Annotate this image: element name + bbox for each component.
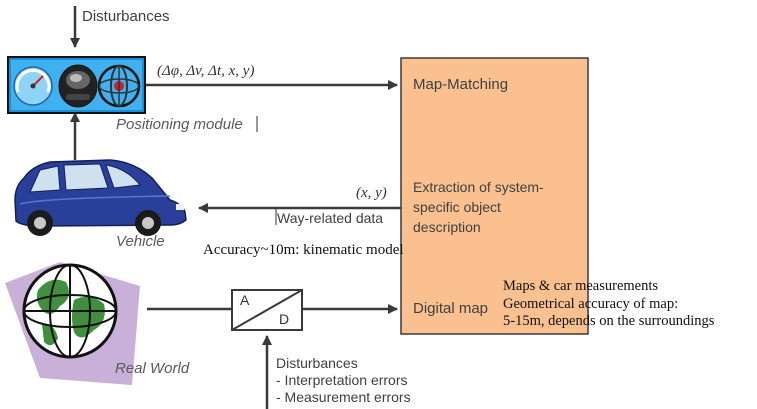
way-related-data-label: Way-related data [277, 210, 384, 226]
vehicle-car-icon [14, 159, 187, 236]
extraction-line: Extraction of system- [413, 179, 544, 195]
extraction-line: specific object [413, 199, 501, 215]
processing-box [400, 57, 589, 335]
accuracy-note: Accuracy~10m: kinematic model [203, 242, 404, 258]
ad-a-label: A [240, 292, 250, 308]
real-world-caption: Real World [115, 360, 190, 377]
digital-map-label: Digital map [413, 300, 489, 317]
coords-label: (x, y) [356, 185, 387, 201]
real-world-globe-icon [5, 262, 140, 385]
vehicle-caption: Vehicle [116, 233, 165, 250]
signal-parameters-label: (Δφ, Δv, Δt, x, y) [157, 63, 255, 79]
extraction-line: description [413, 219, 481, 235]
disturbances-bottom-block: Disturbances - Interpretation errors - M… [276, 355, 411, 406]
map-note-line: 5-15m, depends on the surroundings [503, 313, 715, 329]
disturbances-bottom-item: - Interpretation errors [276, 372, 408, 388]
ad-converter-diagonal [231, 289, 303, 331]
disturbances-bottom-item: - Measurement errors [276, 389, 411, 405]
positioning-module-icon [7, 56, 146, 114]
disturbances-bottom-title: Disturbances [276, 355, 358, 371]
map-note-line: Maps & car measurements [503, 278, 659, 294]
disturbances-top-label: Disturbances [82, 8, 170, 25]
map-notes: Maps & car measurements Geometrical accu… [503, 278, 714, 331]
ad-d-label: D [279, 311, 290, 327]
extraction-label: Extraction of system- specific object de… [413, 177, 544, 237]
map-note-line: Geometrical accuracy of map: [503, 295, 679, 312]
positioning-module-caption: Positioning module [116, 116, 243, 133]
map-matching-label: Map-Matching [413, 76, 509, 93]
